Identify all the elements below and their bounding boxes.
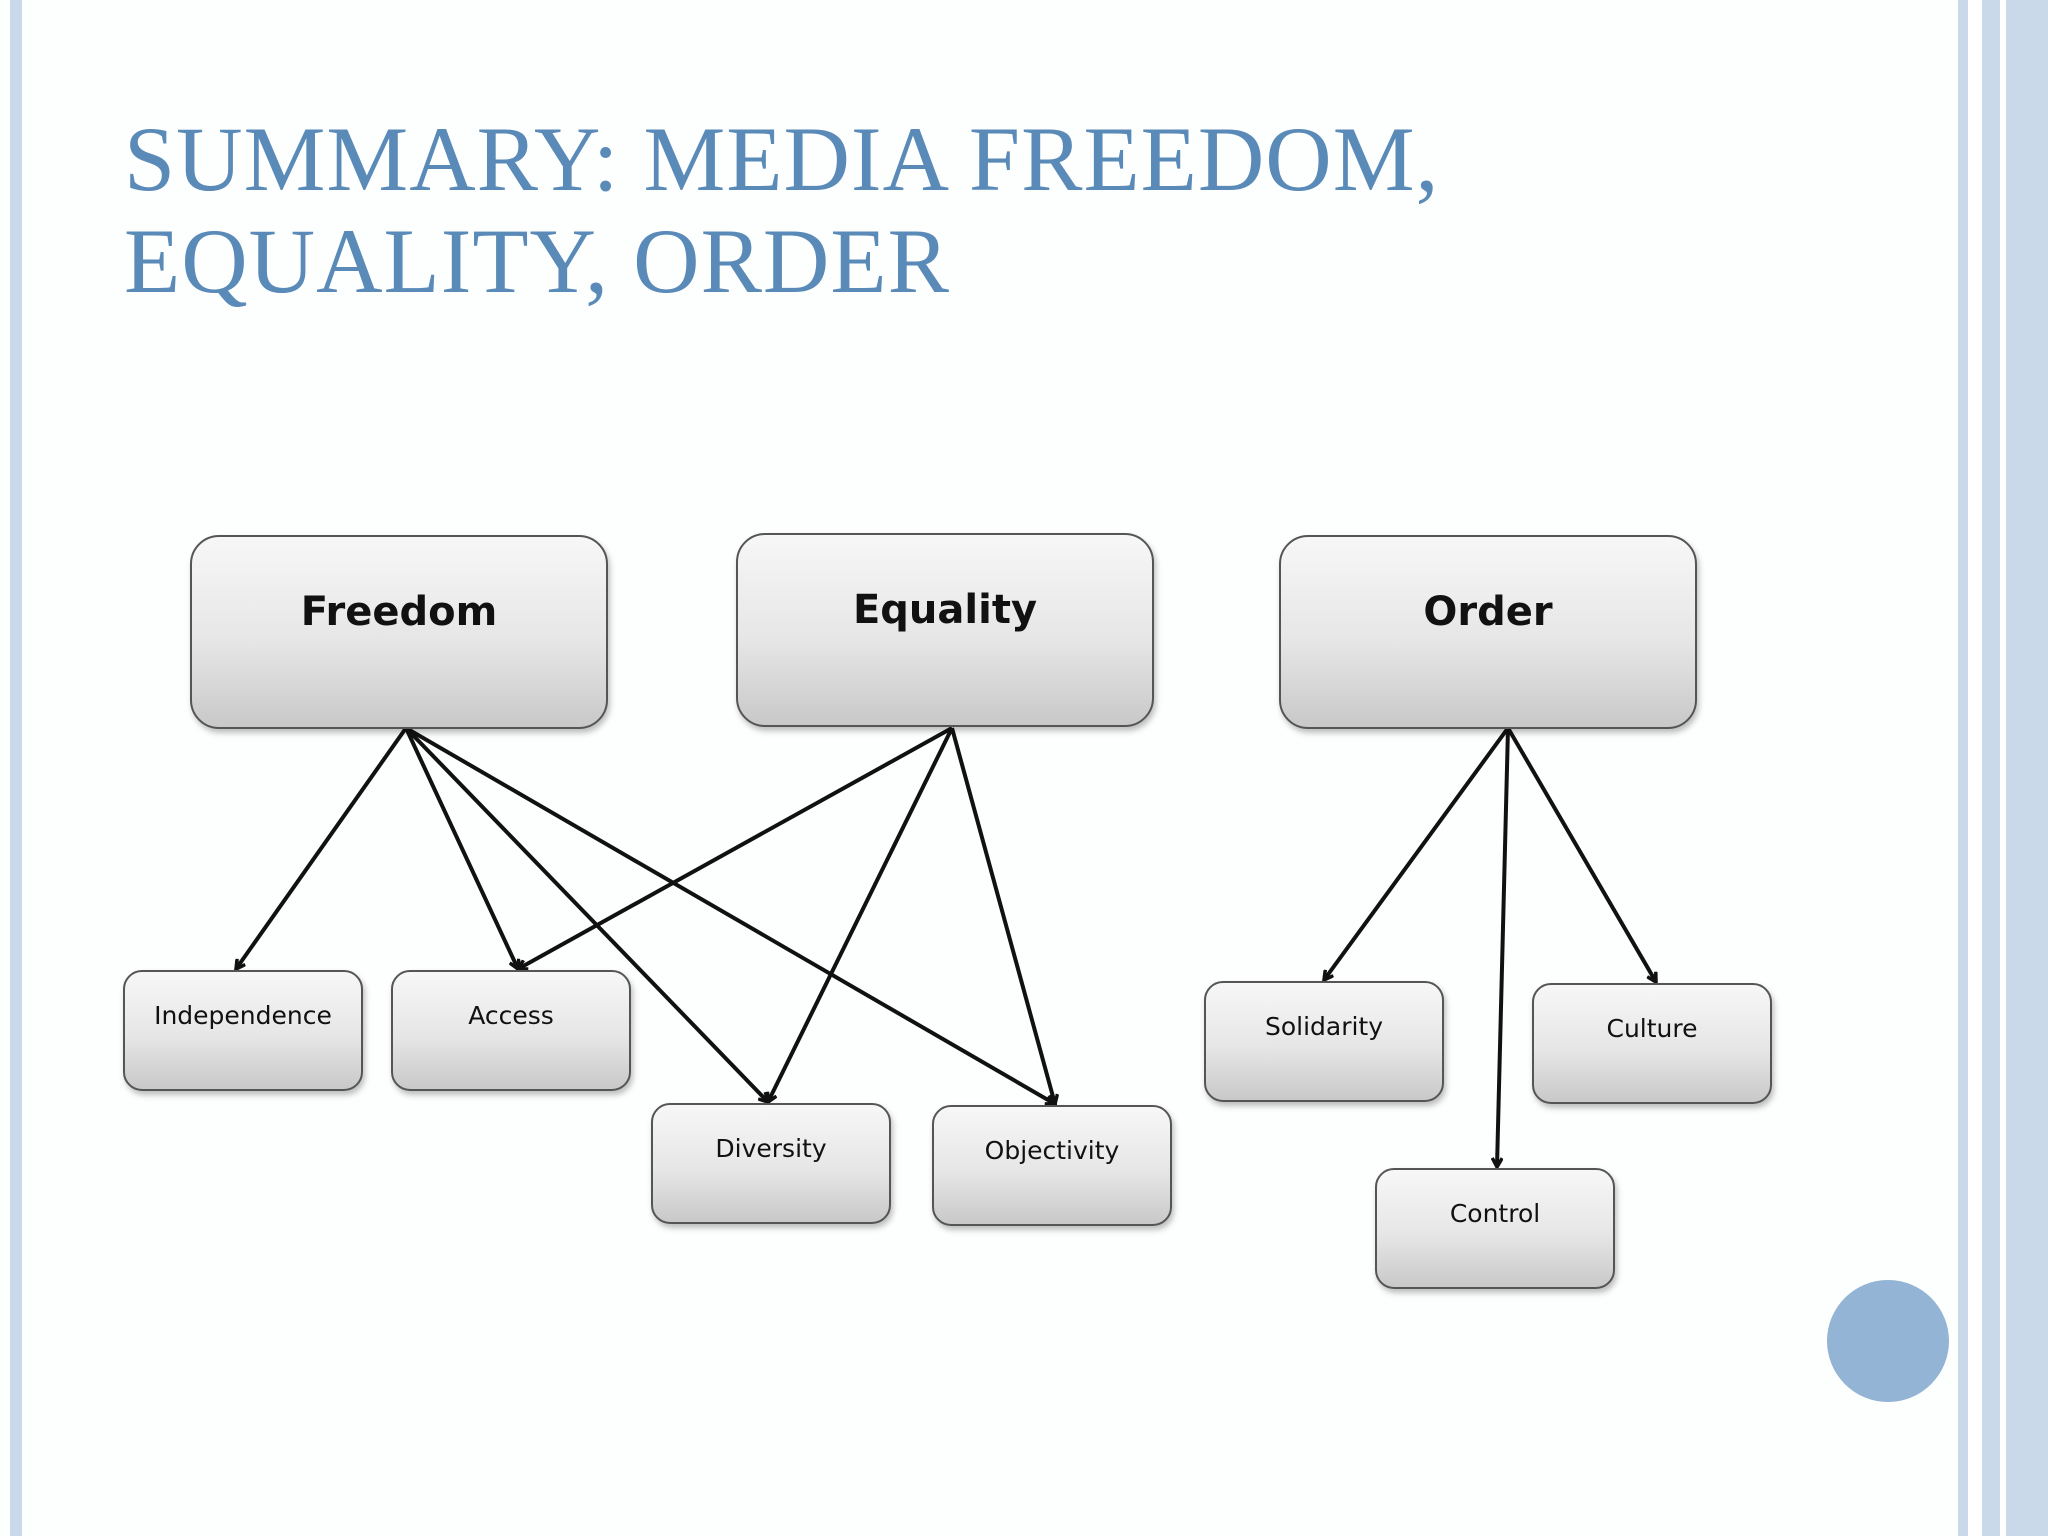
diagram-arrows (236, 726, 1656, 1167)
arrow-equality-to-diversity (768, 727, 954, 1102)
arrow-equality-to-objectivity (950, 727, 1055, 1104)
node-access: Access (391, 970, 631, 1091)
node-order-label: Order (1423, 589, 1552, 635)
arrow-order-to-control (1497, 727, 1510, 1167)
slide-title-line-1: SUMMARY: MEDIA FREEDOM, (124, 108, 1440, 210)
node-culture-label: Culture (1606, 1014, 1697, 1043)
slide-title: SUMMARY: MEDIA FREEDOM, EQUALITY, ORDER (124, 108, 1624, 312)
node-solidarity: Solidarity (1204, 981, 1444, 1102)
arrow-freedom-to-independence (236, 726, 408, 969)
node-independence-label: Independence (154, 1001, 332, 1030)
right-border-stripe (2006, 0, 2048, 1536)
node-objectivity: Objectivity (932, 1105, 1172, 1226)
node-control: Control (1375, 1168, 1615, 1289)
arrow-order-to-culture (1506, 726, 1656, 982)
node-diversity-label: Diversity (715, 1134, 826, 1163)
arrow-equality-to-access (518, 726, 953, 969)
node-equality: Equality (736, 533, 1154, 727)
node-access-label: Access (468, 1001, 554, 1030)
right-border-stripe (1982, 0, 2000, 1536)
right-border-stripe (1968, 0, 1982, 1536)
node-solidarity-label: Solidarity (1265, 1012, 1383, 1041)
node-freedom: Freedom (190, 535, 608, 729)
node-independence: Independence (123, 970, 363, 1091)
node-diversity: Diversity (651, 1103, 891, 1224)
node-culture: Culture (1532, 983, 1772, 1104)
arrow-freedom-to-objectivity (404, 726, 1055, 1104)
accent-circle (1827, 1280, 1949, 1402)
left-border-bar (10, 0, 22, 1536)
arrow-freedom-to-access (404, 727, 518, 969)
node-freedom-label: Freedom (301, 589, 498, 635)
slide-title-line-2: EQUALITY, ORDER (124, 210, 950, 312)
node-equality-label: Equality (853, 587, 1037, 633)
node-order: Order (1279, 535, 1697, 729)
arrow-freedom-to-diversity (404, 726, 768, 1102)
node-objectivity-label: Objectivity (985, 1136, 1120, 1165)
arrow-order-to-solidarity (1324, 726, 1510, 980)
right-border-stripe (2000, 0, 2006, 1536)
right-border-stripe (1958, 0, 1968, 1536)
node-control-label: Control (1450, 1199, 1540, 1228)
